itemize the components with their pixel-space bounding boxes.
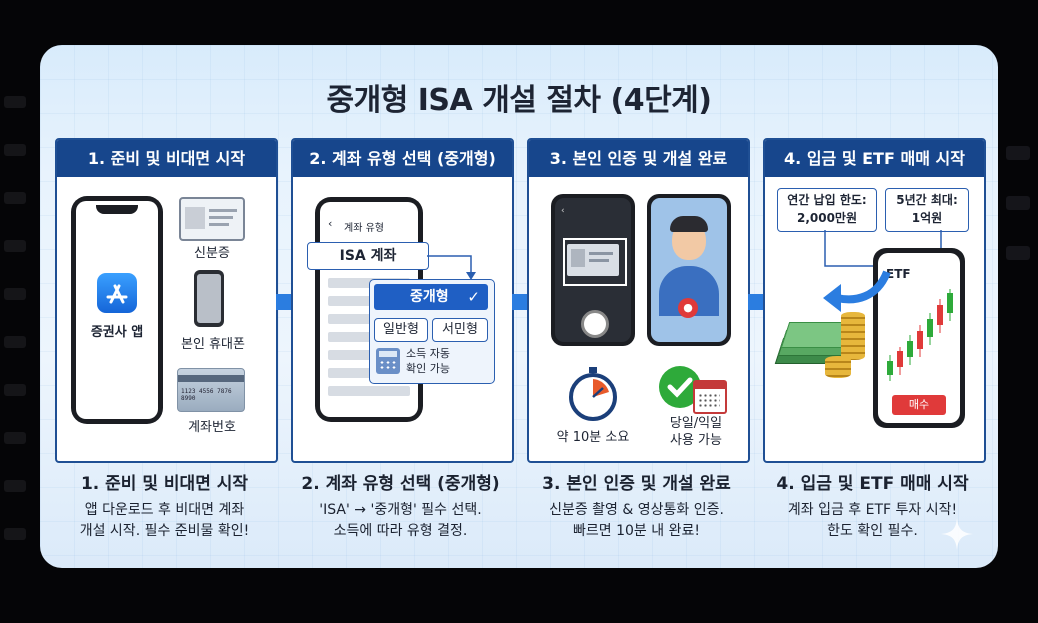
phone-illustration: 증권사 앱 (71, 196, 163, 424)
five-year-limit-box: 5년간 최대: 1억원 (885, 188, 969, 232)
calculator-icon (376, 348, 400, 374)
video-call-phone: ● (647, 194, 731, 346)
low-income-type-option[interactable]: 서민형 (432, 318, 488, 342)
background-list-right (998, 110, 1038, 310)
background-text (22, 0, 26, 15)
coin-stack-icon (841, 312, 865, 360)
card-number: 1123 4556 7876 8990 (181, 388, 232, 402)
income-note: 소득 자동 확인 가능 (406, 347, 450, 375)
account-number-label: 계좌번호 (188, 420, 236, 435)
step-2-header: 2. 계좌 유형 선택 (중개형) (293, 140, 512, 177)
step-3-header: 3. 본인 인증 및 개설 완료 (529, 140, 748, 177)
id-card-label: 신분증 (194, 246, 230, 261)
connector-lines (824, 230, 942, 267)
background-list (0, 60, 40, 560)
etf-label: ETF (886, 267, 911, 281)
candlestick-chart (887, 289, 953, 381)
step-4-caption: 4. 입금 및 ETF 매매 시작 계좌 입금 후 ETF 투자 시작! 한도 … (776, 474, 969, 539)
bank-card-icon: 1123 4556 7876 8990 (177, 368, 245, 412)
infographic-card: 중개형 ISA 개설 절차 (4단계) 1. 준비 및 비대면 시작 증권사 앱… (40, 45, 998, 568)
calendar-icon (693, 380, 727, 414)
brokerage-type-option[interactable]: 중개형 ✓ (374, 284, 488, 310)
deposit-arrow-icon (823, 270, 891, 312)
stopwatch-icon (569, 367, 617, 421)
id-card-icon (567, 244, 619, 276)
app-store-icon (97, 273, 137, 313)
id-scan-phone: ‹ (551, 194, 635, 346)
app-label: 증권사 앱 (90, 325, 144, 340)
general-type-option[interactable]: 일반형 (374, 318, 428, 342)
sparkle-icon (941, 518, 973, 550)
buy-button[interactable]: 매수 (892, 395, 946, 415)
coin-stack-icon (825, 356, 851, 378)
time-required-label: 약 10분 소요 (556, 430, 630, 445)
check-icon: ✓ (467, 288, 480, 306)
annual-limit-box: 연간 납입 한도: 2,000만원 (777, 188, 877, 232)
step-4-header: 4. 입금 및 ETF 매매 시작 (765, 140, 984, 177)
step-2-panel: 2. 계좌 유형 선택 (중개형) ‹ 계좌 유형 ISA 계좌 중개형 ✓ (291, 138, 514, 463)
usage-availability-label: 당일/익일 사용 가능 (669, 416, 723, 448)
shutter-button[interactable] (581, 310, 609, 338)
microphone-icon[interactable]: ● (678, 298, 698, 318)
mobile-phone-label: 본인 휴대폰 (181, 337, 245, 352)
step-1-panel: 1. 준비 및 비대면 시작 증권사 앱 신분증 본인 휴대폰 (55, 138, 278, 463)
screen-title: 계좌 유형 (344, 223, 384, 234)
step-1-header: 1. 준비 및 비대면 시작 (57, 140, 276, 177)
page-title: 중개형 ISA 개설 절차 (4단계) (326, 83, 712, 118)
mobile-phone-icon (194, 270, 224, 327)
step-3-caption: 3. 본인 인증 및 개설 완료 신분증 촬영 & 영상통화 인증. 빠르면 1… (542, 474, 731, 539)
account-type-panel: 중개형 ✓ 일반형 서민형 소득 자동 확인 가능 (369, 279, 495, 384)
back-chevron-icon[interactable]: ‹ (328, 217, 333, 230)
isa-account-option[interactable]: ISA 계좌 (307, 242, 429, 270)
connector-arrow (427, 255, 476, 280)
etf-phone: ETF 매수 (873, 248, 965, 428)
step-2-caption: 2. 계좌 유형 선택 (중개형) 'ISA' → '중개형' 필수 선택. 소… (301, 474, 500, 539)
step-3-panel: 3. 본인 인증 및 개설 완료 ‹ ● (527, 138, 750, 463)
id-card-icon (179, 197, 245, 241)
step-1-caption: 1. 준비 및 비대면 시작 앱 다운로드 후 비대면 계좌 개설 시작. 필수… (79, 474, 250, 539)
step-4-panel: 4. 입금 및 ETF 매매 시작 연간 납입 한도: 2,000만원 5년간 … (763, 138, 986, 463)
